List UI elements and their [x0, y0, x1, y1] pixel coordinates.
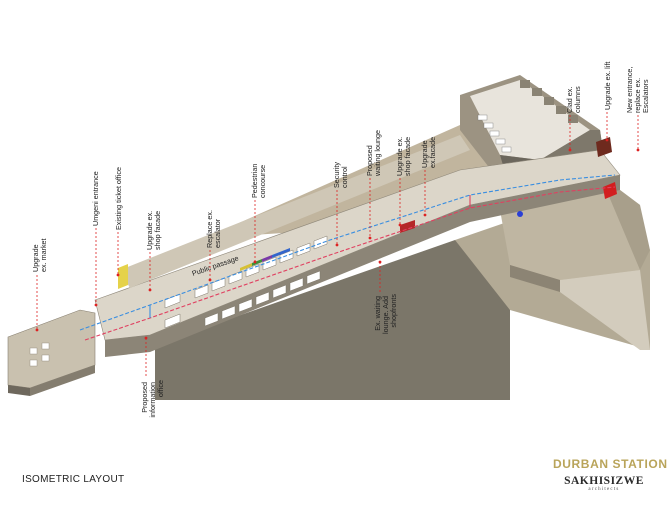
blue-circulation-route — [79, 174, 616, 331]
label-upgrade-ex-shop-facade-1: Upgrade ex. shop facade — [145, 209, 162, 250]
right-terrace — [500, 175, 650, 350]
label-security-control: Security control — [332, 160, 349, 188]
label-proposed-information-office: Proposed information office — [140, 380, 165, 418]
ground-plane-lower — [155, 240, 510, 400]
new-entrance-marker — [517, 137, 617, 217]
right-building-block — [460, 75, 605, 180]
red-circulation-route — [84, 186, 616, 341]
circulation-routes — [79, 174, 616, 341]
label-new-entrance: New entrance, replace ex. Escalators — [625, 65, 650, 113]
roof-panels — [477, 114, 512, 153]
label-clad-ex-columns: Clad ex. columns — [565, 85, 582, 113]
logo-main-text: DURBAN STATION — [553, 457, 668, 471]
logo-sub-text: SAKHISIZWE — [564, 475, 644, 487]
label-upgrade-ex-lift: Upgrade ex. lift — [603, 62, 612, 110]
callout-labels: Upgrade ex. market Umgeni entrance Exist… — [31, 62, 650, 418]
label-upgrade-ex-market: Upgrade ex. market — [31, 238, 48, 272]
concourse-back-wall — [120, 135, 470, 288]
label-umgeni-entrance: Umgeni entrance — [91, 171, 100, 226]
accent-strips — [118, 220, 415, 289]
label-ex-waiting-lounge: Ex. waiting lounge. Add shopfronts — [373, 294, 398, 334]
callout-lines — [35, 112, 640, 378]
label-existing-ticket-office: Existing ticket office — [114, 167, 123, 230]
logo-sub2-text: architects — [588, 487, 620, 492]
label-proposed-waiting-lounge: Proposed waiting lounge — [365, 130, 382, 177]
label-replace-ex-escalator: Replace ex. escalator — [205, 208, 222, 248]
left-market-block — [7, 309, 96, 396]
page-title: ISOMETRIC LAYOUT — [22, 474, 125, 485]
label-upgrade-ex-shop-facade-2: Upgrade ex. shop facade — [395, 135, 412, 176]
logo: DURBAN STATION SAKHISIZWE architects — [553, 457, 668, 492]
market-stalls — [29, 342, 50, 367]
shop-units — [164, 235, 328, 329]
label-upgrade-ex-facade: Upgrade ex.facade — [420, 137, 437, 168]
label-pedestrian-concourse: Pedestrian concourse — [250, 162, 267, 198]
stepped-edge — [520, 80, 578, 123]
